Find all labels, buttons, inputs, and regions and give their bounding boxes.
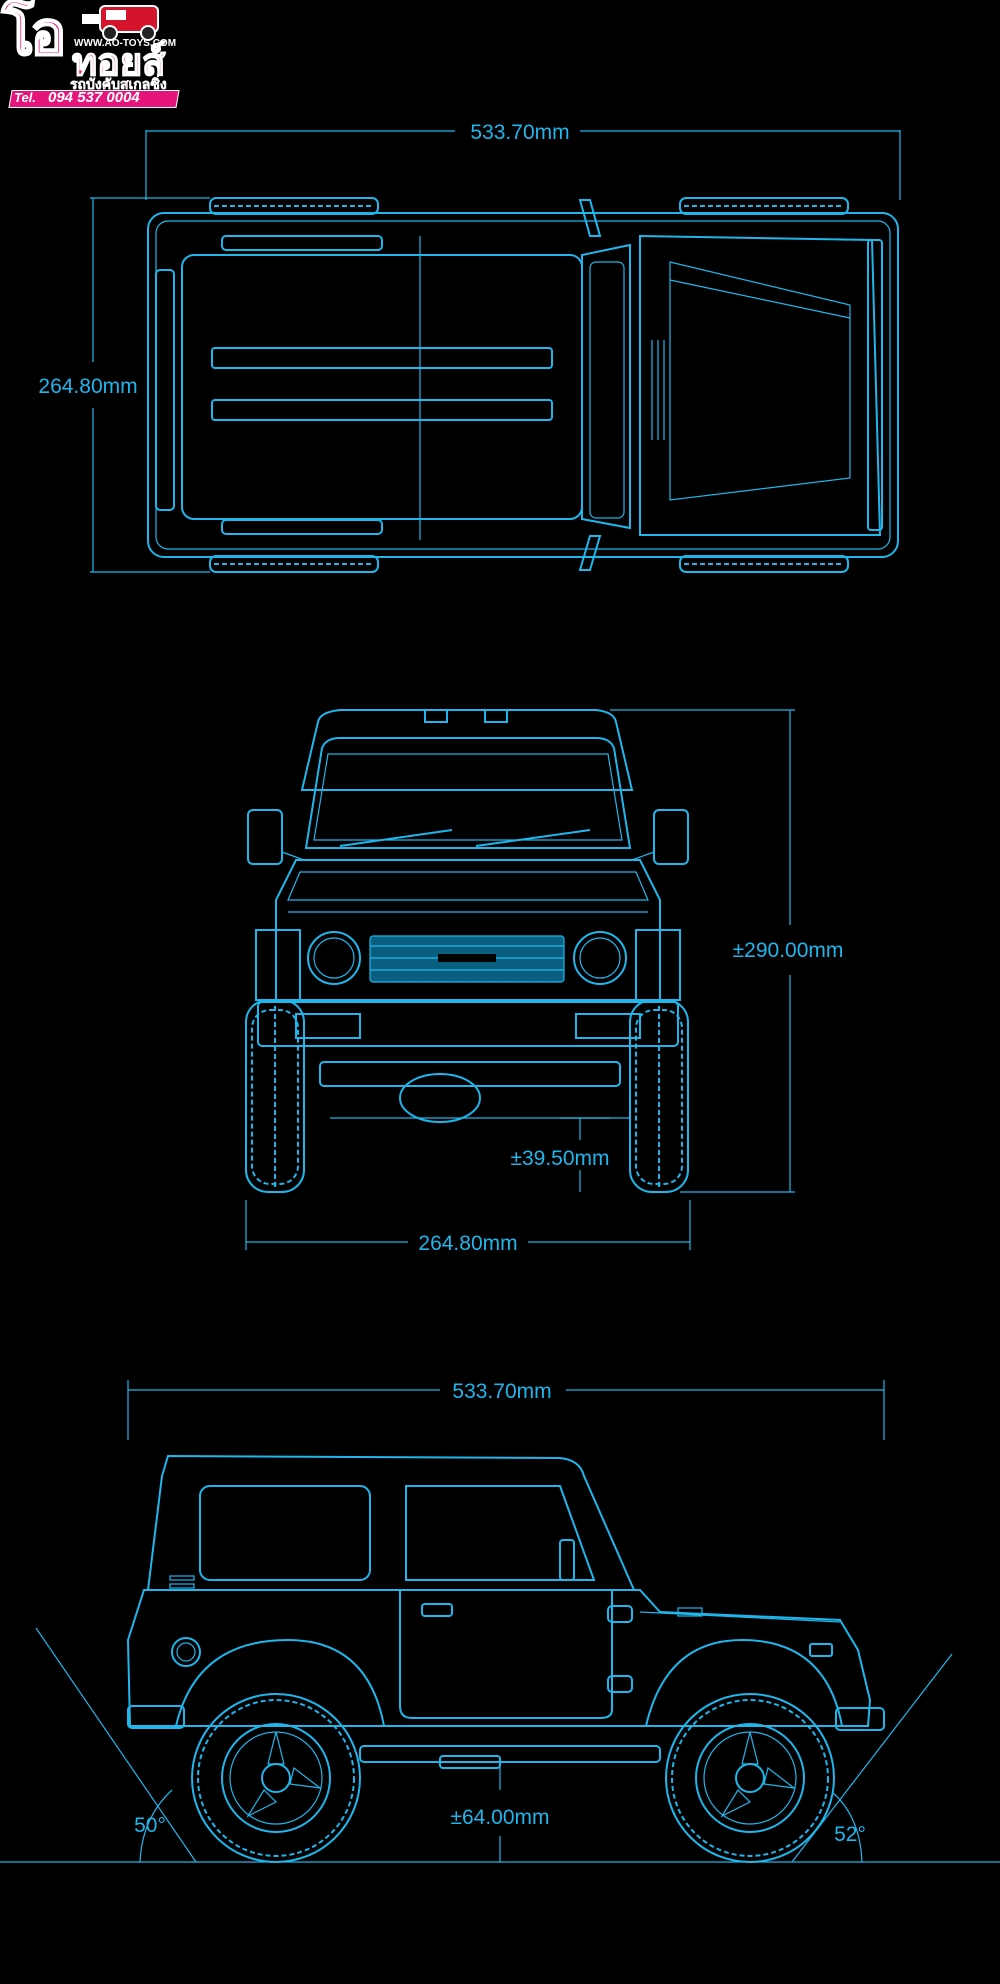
logo-website: WWW.AO-TOYS.COM xyxy=(74,38,177,49)
front-view: ±290.00mm ±39.50mm 264.80mm xyxy=(245,709,844,1255)
side-view: 533.70mm ±64.00mm 50° 52° xyxy=(0,1380,1000,1863)
truck-icon xyxy=(82,5,159,41)
vehicle-side-outline xyxy=(126,1454,885,1863)
logo-brand: ทอยส์ xyxy=(71,42,166,84)
side-length-dimension: 533.70mm xyxy=(127,1380,885,1440)
front-width-label: 264.80mm xyxy=(418,1232,517,1255)
logo-graphic xyxy=(82,5,159,41)
rear-wheel xyxy=(191,1693,361,1863)
logo-mark: โอ xyxy=(1,0,67,67)
logo-tagline: รถบังคับสเกลซิ่ง xyxy=(70,76,167,93)
side-clearance-dimension: ±64.00mm xyxy=(450,1766,550,1862)
side-length-label: 533.70mm xyxy=(452,1380,551,1403)
front-right-tire xyxy=(629,999,689,1193)
departure-angle-label: 52° xyxy=(834,1823,866,1846)
top-length-label: 533.70mm xyxy=(470,121,569,144)
brand-logo: โอ WWW.AO-TOYS.COM ทอยส์ รถบังคับสเกลซิ่… xyxy=(0,0,200,108)
top-length-dimension: 533.70mm xyxy=(145,121,901,200)
grille-badge xyxy=(438,954,496,962)
front-height-dimension: ±290.00mm xyxy=(610,709,844,1193)
logo-phone-label: Tel. xyxy=(14,90,36,105)
logo-phone: 094 537 0004 xyxy=(48,89,140,106)
front-clearance-label: ±39.50mm xyxy=(510,1147,609,1170)
approach-angle-dimension: 50° xyxy=(35,1627,197,1863)
side-clearance-label: ±64.00mm xyxy=(450,1806,549,1829)
front-clearance-dimension: ±39.50mm xyxy=(510,1117,630,1192)
front-wheel xyxy=(665,1693,835,1863)
approach-angle-label: 50° xyxy=(134,1814,166,1837)
front-width-dimension: 264.80mm xyxy=(245,1200,691,1255)
top-view: 533.70mm 264.80mm xyxy=(38,121,901,573)
front-left-tire xyxy=(245,999,305,1193)
vehicle-front-outline xyxy=(245,709,689,1193)
front-height-label: ±290.00mm xyxy=(733,939,844,962)
hood-vents xyxy=(651,340,665,440)
top-width-label: 264.80mm xyxy=(38,375,137,398)
top-width-dimension: 264.80mm xyxy=(38,197,210,573)
vehicle-top-outline xyxy=(147,197,899,573)
